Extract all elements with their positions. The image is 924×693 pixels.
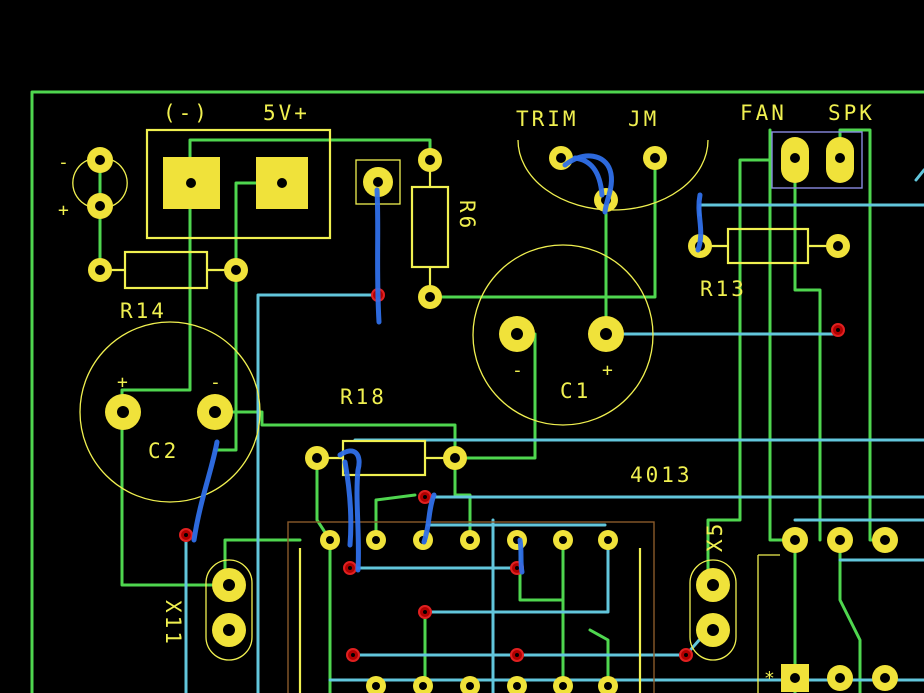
resistor-r6: R6 <box>410 148 479 309</box>
ic-4013: 4013 <box>287 463 693 693</box>
trim-label: TRIM <box>516 107 579 131</box>
capacitor-c1: C1 - + <box>472 244 654 426</box>
r14-label: R14 <box>120 299 167 323</box>
r6-label: R6 <box>455 200 479 231</box>
ic-4013-label: 4013 <box>630 463 693 487</box>
resistor-r14: R14 <box>88 250 248 323</box>
right-ic: * <box>757 527 898 693</box>
c1-plus: + <box>602 360 616 381</box>
c2-label: C2 <box>148 439 179 463</box>
c2-plus: + <box>117 372 131 393</box>
power-connector: (-) 5V+ <box>145 101 332 240</box>
resistor-r18: R18 <box>305 385 467 477</box>
c1-minus: - <box>512 360 526 381</box>
ic-4013-pins-bottom <box>366 676 618 693</box>
power-negative-label: (-) <box>163 101 210 125</box>
r13-label: R13 <box>700 277 747 301</box>
r18-label: R18 <box>340 385 387 409</box>
board-outline <box>30 90 924 693</box>
jm-label: JM <box>628 107 659 131</box>
connector-x5: X5 <box>689 521 737 661</box>
trimmer-pot: TRIM JM <box>516 107 709 212</box>
x11-label: X11 <box>161 600 185 647</box>
top-layer-traces <box>98 128 887 693</box>
bottom-layer-traces <box>184 168 924 693</box>
spk-label: SPK <box>828 101 875 125</box>
x5-label: X5 <box>703 521 727 552</box>
connector-x11: X11 <box>161 559 253 661</box>
fan-label: FAN <box>740 101 787 125</box>
c2-minus: - <box>210 372 224 393</box>
left-connector-minus: - <box>58 152 72 173</box>
capacitor-c2: C2 + - <box>79 321 261 503</box>
ic-4013-pins-top <box>320 530 618 550</box>
left-connector: - + <box>58 147 128 221</box>
power-positive-label: 5V+ <box>263 101 310 125</box>
pin1-marker: * <box>764 668 778 689</box>
c1-label: C1 <box>560 379 591 403</box>
left-connector-plus: + <box>58 200 72 221</box>
fan-spk-connector: FAN SPK <box>740 101 875 189</box>
hand-drawn-marks <box>191 153 704 575</box>
